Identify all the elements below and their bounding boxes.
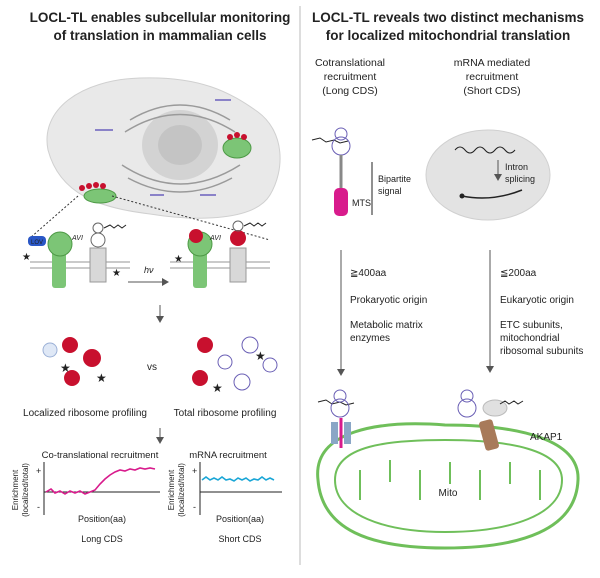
vs-label: vs	[147, 362, 157, 373]
col2-origin: Eukaryotic origin	[500, 295, 574, 306]
plot2-caption: Short CDS	[218, 534, 261, 544]
svg-text:★: ★	[212, 381, 223, 395]
cell-illustration	[46, 77, 281, 219]
er-membrane	[121, 104, 241, 193]
col1-head-3: (Long CDS)	[322, 85, 377, 97]
mts-block	[334, 188, 348, 216]
col1-size: ≧400aa	[350, 268, 387, 279]
cotranslational-column: Cotranslational recruitment (Long CDS) M…	[311, 57, 427, 376]
svg-text:★: ★	[174, 254, 183, 265]
col1-class-2: enzymes	[350, 333, 390, 344]
total-label: Total ribosome profiling	[174, 408, 277, 419]
plot2-ylabel-2: (localized/total)	[177, 463, 186, 517]
signal-line2: signal	[378, 186, 402, 196]
plot1-caption: Long CDS	[81, 534, 123, 544]
svg-text:★: ★	[22, 252, 31, 263]
plot-long-cds: Co-translational recruitment Enrichment …	[11, 450, 160, 544]
plot2-plus: +	[192, 466, 197, 476]
akap1-label: AKAP1	[530, 432, 563, 443]
light-label: hν	[144, 265, 154, 275]
col2-class-2: mitochondrial	[500, 333, 559, 344]
mitochondrion-large: Mito AKAP1	[316, 389, 580, 550]
lov-domain	[28, 236, 46, 246]
intron-line2: splicing	[505, 174, 535, 184]
col1-origin: Prokaryotic origin	[350, 295, 427, 306]
right-panel: LOCL-TL reveals two distinct mechanisms …	[311, 10, 584, 550]
mitochondrion-2	[83, 188, 117, 204]
left-panel: LOCL-TL enables subcellular monitoring o…	[11, 10, 290, 544]
intron-line1: Intron	[505, 162, 528, 172]
membrane-scene-before: LOV AVI ★ ★	[22, 222, 130, 288]
avi-label-1: AVI	[71, 235, 83, 242]
left-title-line2: of translation in mammalian cells	[53, 28, 266, 43]
tom20-anchor	[52, 248, 66, 288]
plot1-minus: -	[37, 502, 40, 512]
col1-head-2: recruitment	[324, 71, 377, 83]
plot-short-cds: mRNA recruitment Enrichment (localized/t…	[167, 450, 282, 544]
plot1-ylabel-2: (localized/total)	[21, 463, 30, 517]
plot2-ylabel-1: Enrichment	[167, 469, 176, 510]
plot2-curve	[201, 476, 275, 482]
plot2-minus: -	[193, 502, 196, 512]
total-ribosome-cluster: ★ ★	[192, 336, 278, 395]
col2-head-3: (Short CDS)	[463, 85, 520, 97]
mito-label: Mito	[439, 488, 458, 499]
col2-class-1: ETC subunits,	[500, 320, 563, 331]
nucleus-outline	[425, 129, 551, 221]
mts-label: MTS	[352, 198, 371, 208]
plot1-curve	[45, 467, 156, 495]
right-title-line2: for localized mitochondrial translation	[326, 28, 571, 43]
avi-label-2: AVI	[209, 235, 221, 242]
plot2-title: mRNA recruitment	[189, 450, 267, 461]
left-title-line1: LOCL-TL enables subcellular monitoring	[30, 10, 291, 25]
mrna-mediated-column: mRNA mediated recruitment (Short CDS) In…	[425, 57, 583, 373]
localized-label: Localized ribosome profiling	[23, 408, 147, 419]
svg-text:★: ★	[96, 371, 107, 385]
col1-class-1: Metabolic matrix	[350, 320, 423, 331]
lov-label: LOV	[31, 240, 43, 246]
col2-class-3: ribosomal subunits	[500, 346, 583, 357]
akap1-anchor	[479, 419, 499, 451]
localized-ribosome-cluster: ★ ★	[42, 337, 107, 386]
plot1-title: Co-translational recruitment	[42, 450, 159, 461]
svg-text:★: ★	[60, 361, 71, 375]
plot1-xlabel: Position(aa)	[78, 514, 126, 524]
col1-head-1: Cotranslational	[315, 57, 385, 69]
col2-size: ≦200aa	[500, 268, 537, 279]
plot2-xlabel: Position(aa)	[216, 514, 264, 524]
plot1-plus: +	[36, 466, 41, 476]
col2-head-2: recruitment	[466, 71, 519, 83]
membrane-scene-after: AVI ★	[170, 220, 270, 288]
signal-line1: Bipartite	[378, 174, 411, 184]
col2-head-1: mRNA mediated	[454, 57, 531, 69]
plot1-ylabel-1: Enrichment	[11, 469, 20, 510]
mitochondrion-1	[222, 137, 252, 159]
svg-text:★: ★	[112, 268, 121, 279]
svg-text:★: ★	[255, 349, 266, 363]
right-title-line1: LOCL-TL reveals two distinct mechanisms	[312, 10, 584, 25]
